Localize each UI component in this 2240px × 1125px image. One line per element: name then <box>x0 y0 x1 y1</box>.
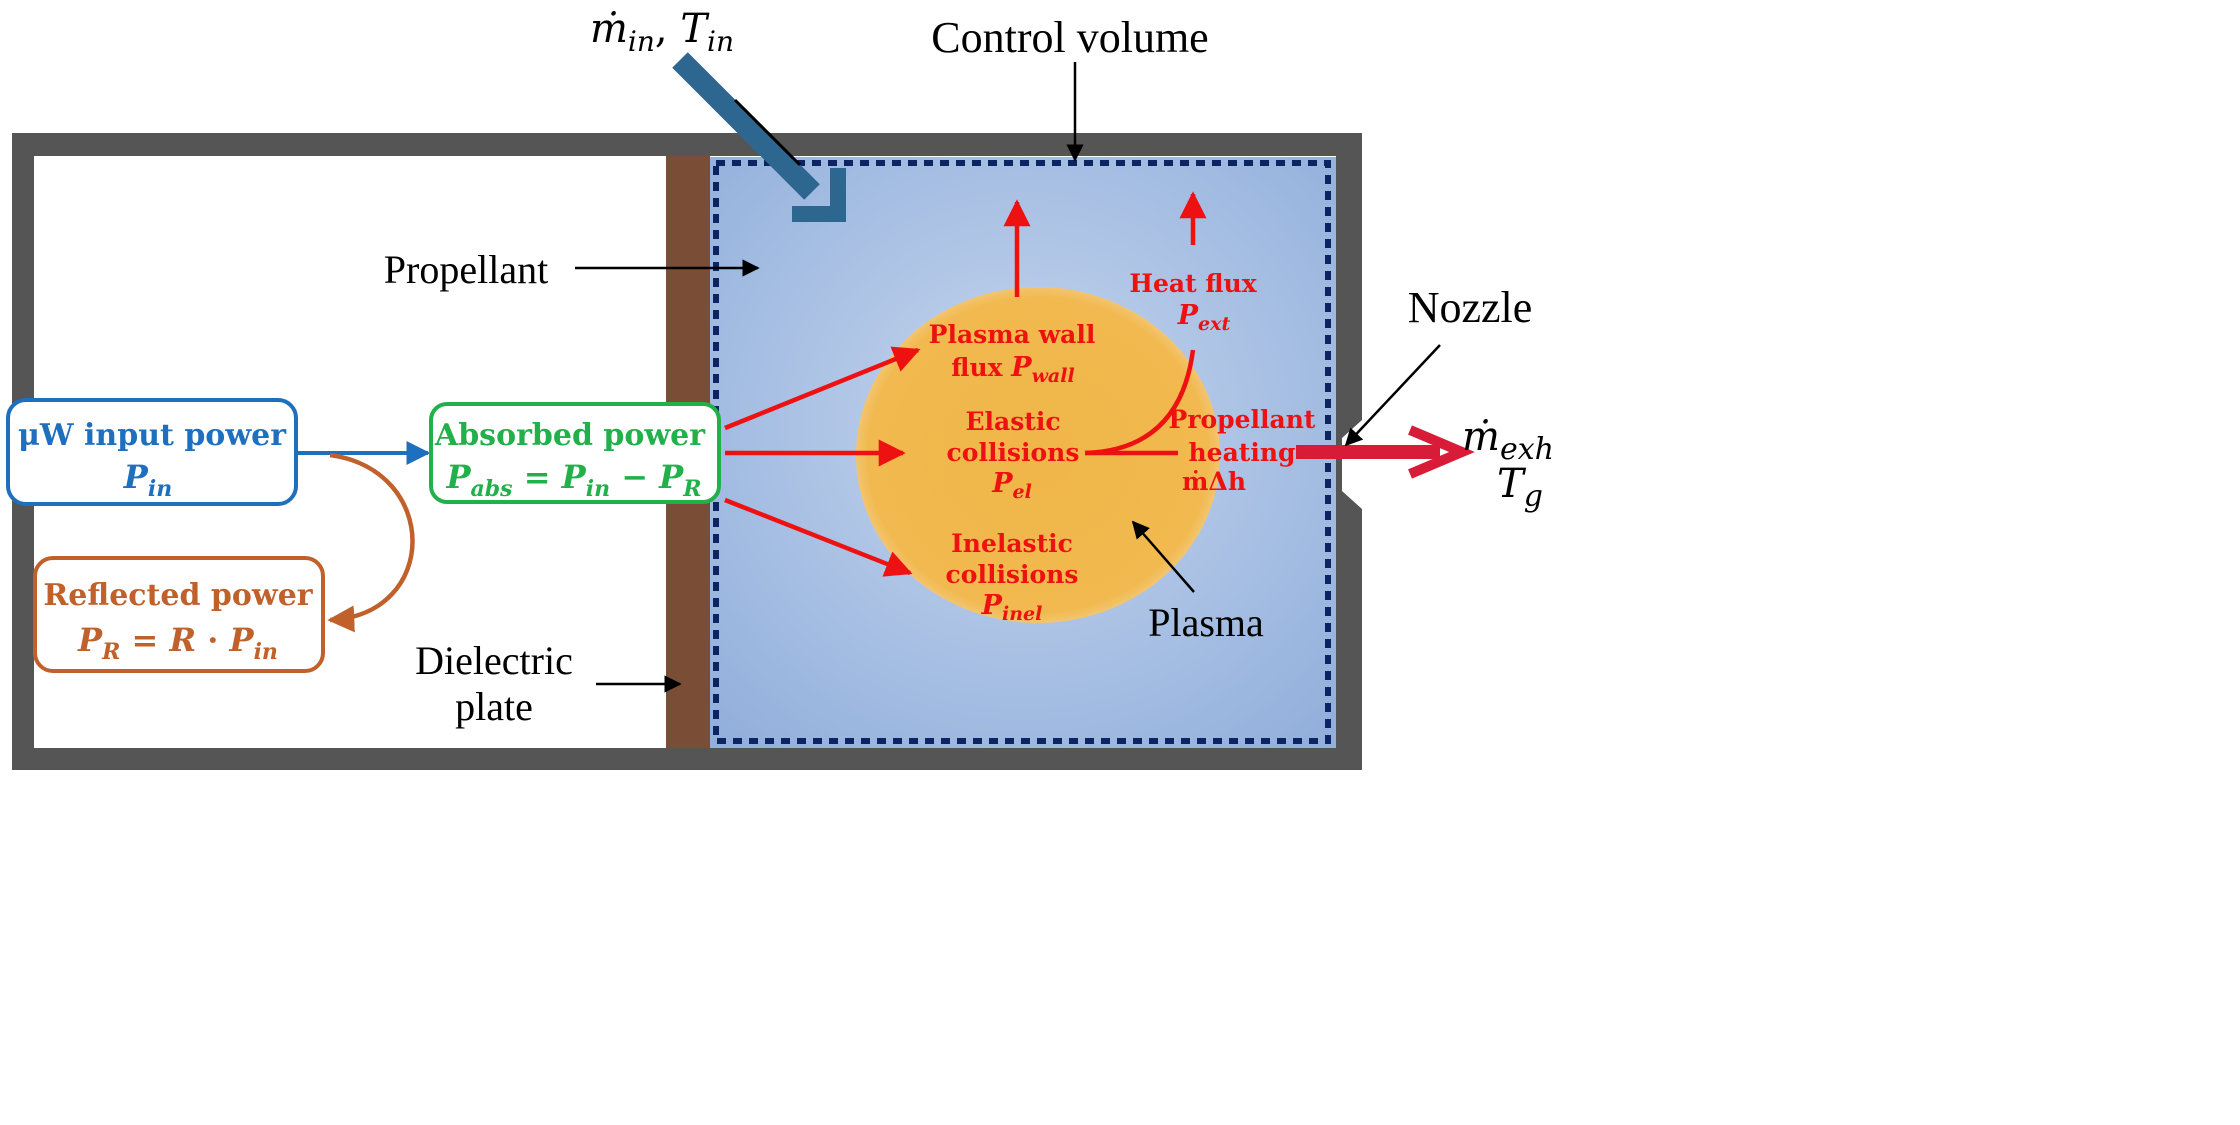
plasma-label: Plasma <box>1148 600 1264 645</box>
absorbed-power-formula: Pabs = Pin − PR <box>445 458 701 502</box>
heat-flux-symbol: Pext <box>1177 300 1231 335</box>
input-power-symbol: Pin <box>123 458 172 502</box>
exhaust-arrow <box>1296 425 1475 479</box>
absorbed-power-box <box>429 402 721 504</box>
inelastic-symbol: Pinel <box>981 590 1043 625</box>
inelastic-label-line2: collisions <box>946 560 1079 589</box>
prop-heat-label-line1: Propellant <box>1169 405 1316 434</box>
inflow-label: ṁin, Tin <box>590 6 734 58</box>
exhaust-temp-label: Tg <box>1497 461 1543 514</box>
input-power-title: μW input power <box>18 418 287 453</box>
wall-flux-label-line1: Plasma wall <box>929 320 1096 349</box>
control-volume-label: Control volume <box>931 13 1208 62</box>
nozzle-label: Nozzle <box>1408 283 1533 332</box>
elastic-symbol: Pel <box>991 468 1032 503</box>
prop-heat-label-line2: heating <box>1189 438 1296 467</box>
wall-flux-arrow <box>724 346 921 431</box>
reflected-power-title: Reflected power <box>43 578 313 613</box>
nozzle-pointer <box>1344 344 1441 447</box>
propellant-label: Propellant <box>384 247 548 292</box>
reflection-arrow <box>327 452 415 633</box>
prop-heat-symbol: ṁΔh <box>1182 467 1246 496</box>
inflow-arrow <box>672 52 846 222</box>
inelastic-arrow <box>724 497 913 577</box>
dielectric-label-line1: Dielectric <box>415 638 573 683</box>
inelastic-label-line1: Inelastic <box>951 529 1073 558</box>
input-power-box <box>6 398 298 506</box>
plasma-pointer <box>1131 520 1195 593</box>
wall-flux-label-line2: flux Pwall <box>951 352 1074 387</box>
plasma-region <box>856 287 1220 623</box>
reflected-power-formula: PR = R · Pin <box>77 621 278 665</box>
elastic-label-line1: Elastic <box>965 407 1060 436</box>
reflected-power-box <box>33 556 325 673</box>
heat-flux-label: Heat flux <box>1129 269 1257 298</box>
elastic-label-line2: collisions <box>947 438 1080 467</box>
absorbed-power-title: Absorbed power <box>434 418 706 453</box>
dielectric-label-line2: plate <box>455 684 533 729</box>
exhaust-mdot-label: ṁexh <box>1462 414 1554 467</box>
